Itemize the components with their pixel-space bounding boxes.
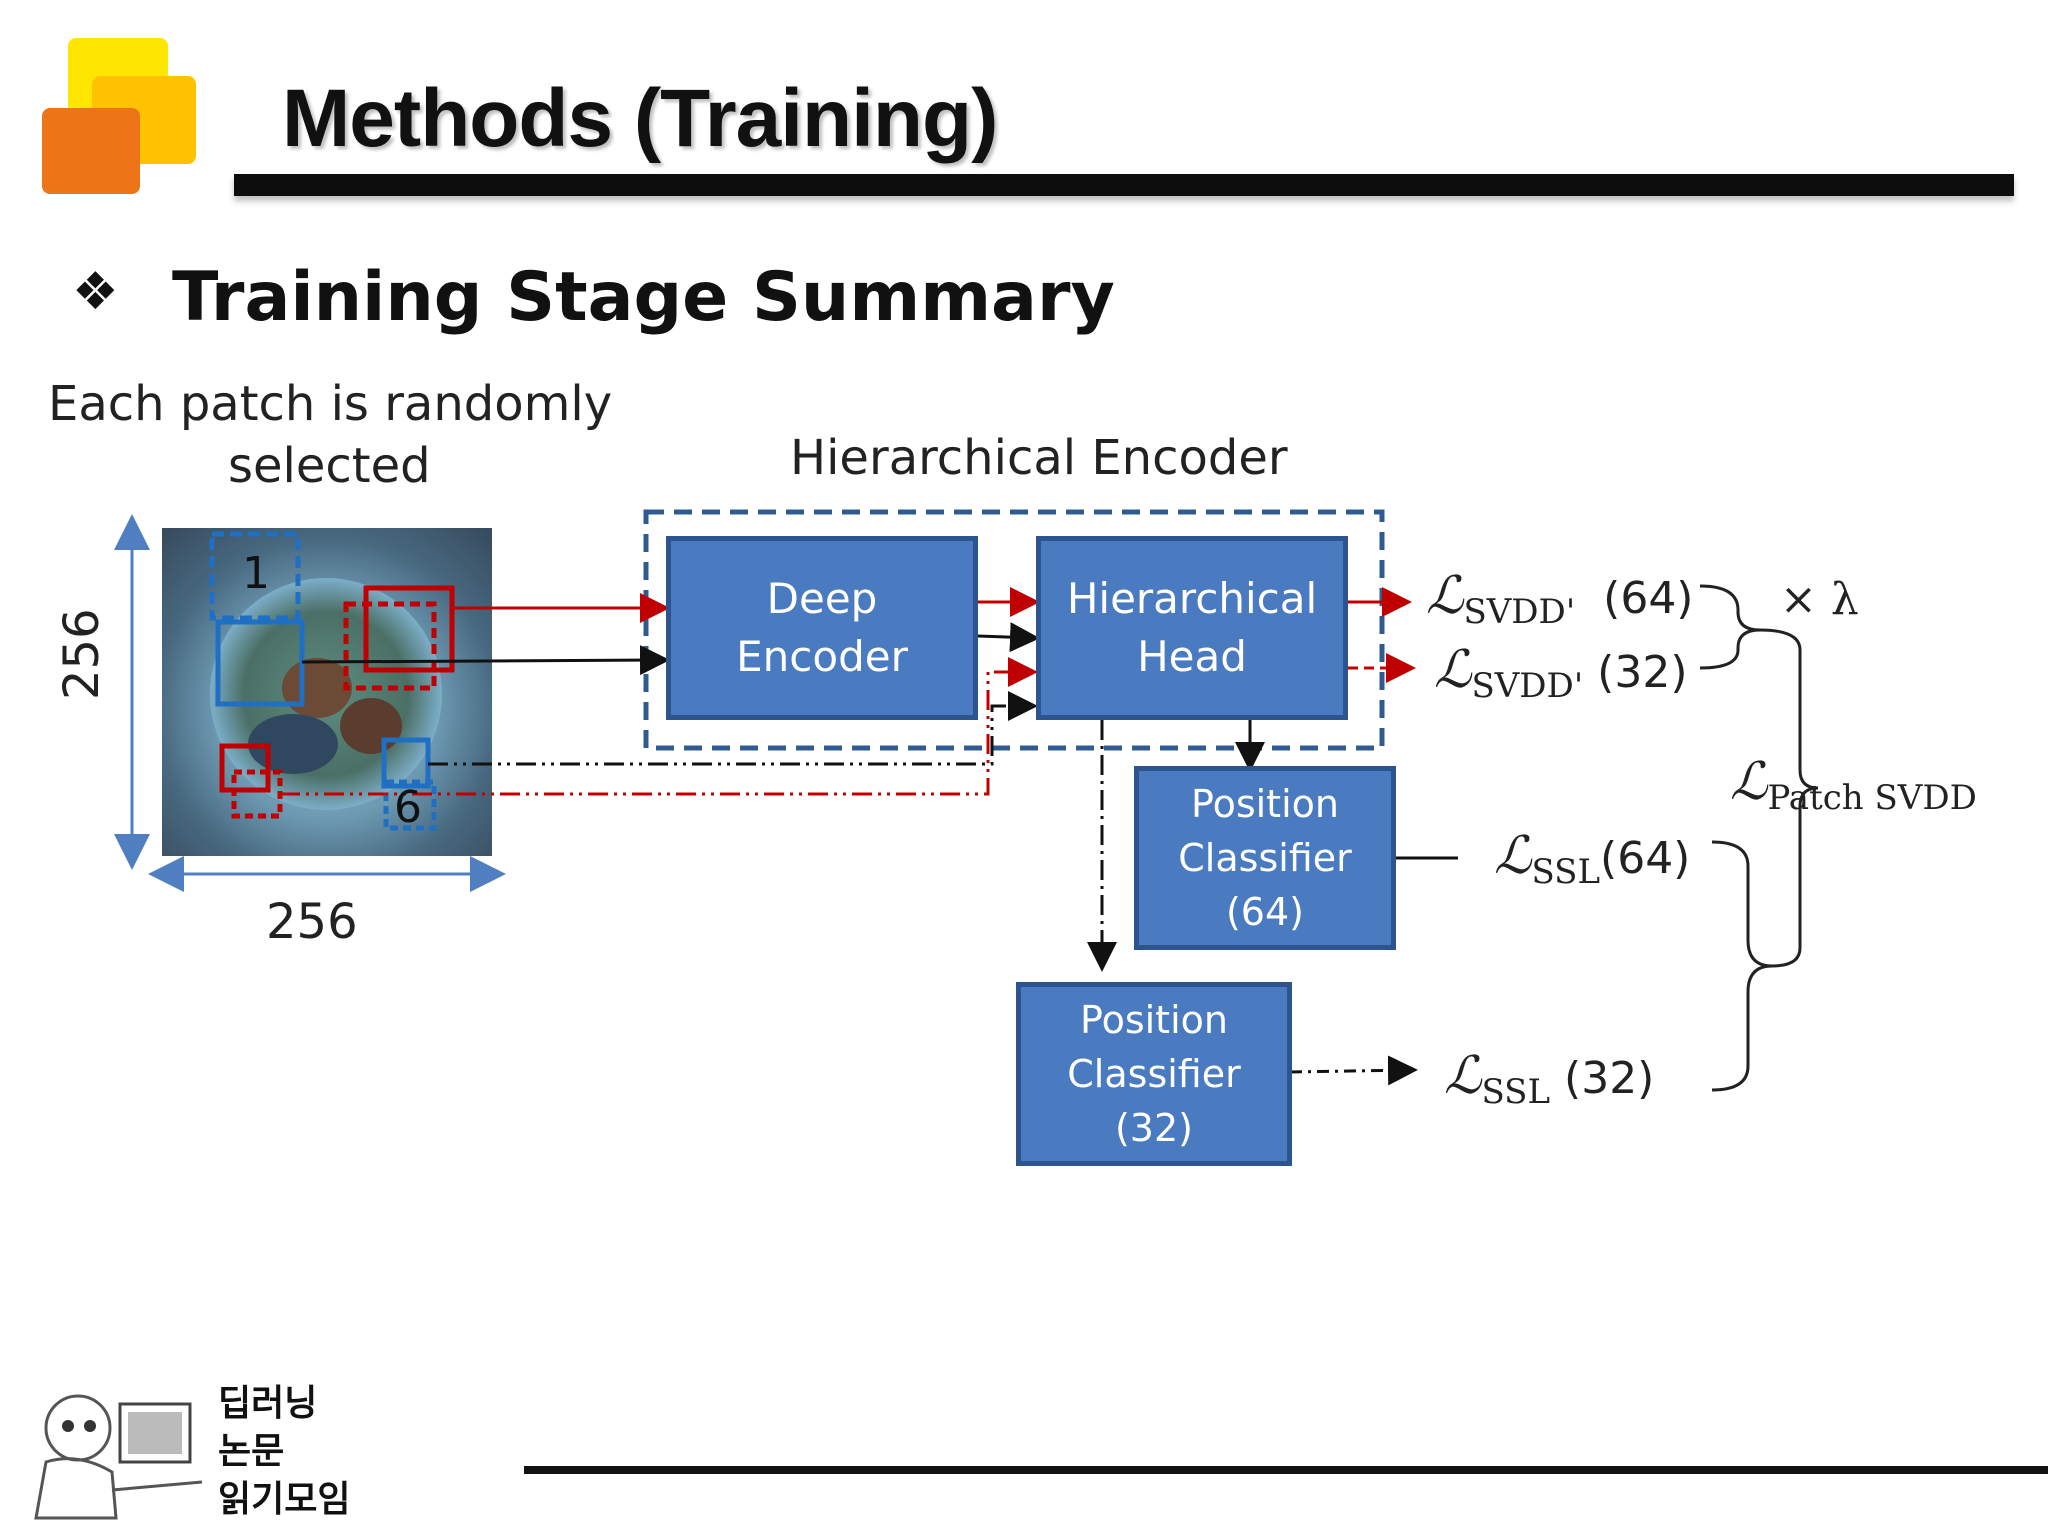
image-height-label: 256 (54, 608, 110, 700)
deep-encoder-label: Deep Encoder (736, 574, 908, 681)
loss-patch-svdd: ℒPatch SVDD (1730, 752, 1977, 818)
patch-caption-line1: Each patch is randomly (48, 376, 613, 432)
diamond-bullet-icon: ❖ (72, 262, 119, 322)
patch-box-blue-solid (215, 619, 305, 707)
encoder-group-label: Hierarchical Encoder (790, 430, 1288, 486)
brace-total (1759, 628, 1819, 968)
black-dashdot-line (428, 691, 1038, 766)
mascot-illustration-icon (16, 1382, 206, 1522)
brace-ssl (1711, 840, 1773, 1092)
footer-line1: 딥러닝 (218, 1383, 318, 1424)
lambda-multiplier: × λ (1780, 574, 1859, 625)
position-classifier-64-block: Position Classifier (64) (1134, 766, 1396, 950)
brace-svdd (1699, 584, 1761, 670)
encoder-group-box (643, 509, 1385, 751)
patch-caption-line2: selected (228, 438, 431, 494)
position-classifier-32-block: Position Classifier (32) (1016, 982, 1292, 1166)
patch-label-1: 1 (242, 548, 270, 599)
patch-box-6 (383, 779, 437, 831)
hierarchical-head-label: Hierarchical Head (1066, 574, 1318, 681)
dashdot-arrow-pc32-to-ssl32 (1289, 1055, 1418, 1086)
loss-svdd-64: ℒSVDD' (64) (1426, 566, 1694, 632)
footer-divider (524, 1466, 2048, 1474)
page-title: Methods (Training) (282, 73, 998, 164)
hierarchical-head-block: Hierarchical Head (1036, 536, 1348, 720)
footer-line2: 논문 (218, 1431, 285, 1472)
red-dashdot-line (280, 657, 1038, 796)
patch-box-1 (209, 531, 301, 621)
black-arrow-to-encoder (301, 645, 670, 676)
position-classifier-64-label: Position Classifier (64) (1178, 782, 1352, 934)
patch-box-red-dashed (343, 601, 437, 691)
patch-label-6: 6 (394, 782, 422, 833)
patch-box-small-blue (381, 737, 431, 789)
black-arrow-encoder-to-head (977, 622, 1040, 653)
loss-ssl-64: ℒSSL(64) (1494, 826, 1691, 892)
loss-svdd-32: ℒSVDD' (32) (1434, 640, 1688, 706)
patch-box-small-red (219, 743, 271, 793)
patch-box-red-solid (363, 585, 455, 673)
title-divider (234, 174, 2014, 196)
image-width-label: 256 (266, 894, 358, 950)
patch-box-small-red-dashed (231, 769, 283, 819)
loss-ssl-32: ℒSSL (32) (1444, 1046, 1655, 1112)
section-heading: Training Stage Summary (172, 258, 1115, 337)
footer-line3: 읽기모임 (218, 1479, 351, 1520)
position-classifier-32-label: Position Classifier (32) (1067, 998, 1241, 1150)
deep-encoder-block: Deep Encoder (666, 536, 978, 720)
